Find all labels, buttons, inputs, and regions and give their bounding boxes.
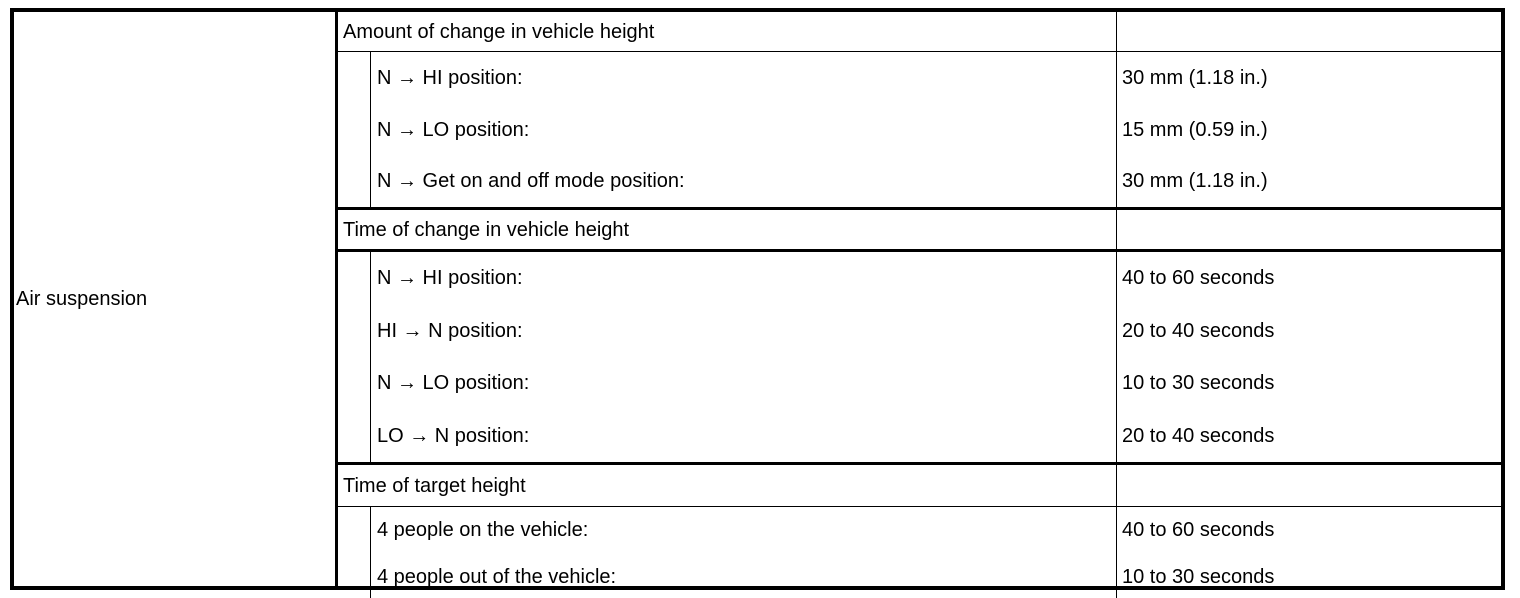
row-value: 30 mm (1.18 in.)	[1122, 170, 1268, 193]
row-value: 10 to 30 seconds	[1122, 565, 1275, 588]
labels-column: N → HI position: N → LO position: N → Ge…	[371, 52, 1117, 207]
row-label: LO → N position:	[377, 424, 530, 447]
section-header-value	[1117, 465, 1501, 506]
section-header-value	[1117, 210, 1501, 249]
section-header-row: Time of target height	[338, 462, 1501, 507]
values-column: 40 to 60 seconds 20 to 40 seconds 10 to …	[1117, 252, 1501, 462]
category-cell: Air suspension	[14, 12, 338, 586]
labels-column: N → HI position: HI → N position: N → LO…	[371, 252, 1117, 462]
indent-spacer	[338, 507, 371, 598]
indent-spacer	[338, 52, 371, 207]
row-value: 10 to 30 seconds	[1122, 372, 1275, 395]
row-value: 40 to 60 seconds	[1122, 519, 1275, 542]
indent-spacer	[338, 252, 371, 462]
row-label: 4 people on the vehicle:	[377, 519, 589, 542]
row-label: N → HI position:	[377, 267, 523, 290]
row-label: N → HI position:	[377, 66, 523, 89]
values-column: 40 to 60 seconds 10 to 30 seconds	[1117, 507, 1501, 598]
category-label: Air suspension	[16, 288, 148, 310]
sections-container: Amount of change in vehicle height N → H…	[338, 12, 1501, 598]
row-label: N → Get on and off mode position:	[377, 170, 685, 193]
row-label: HI → N position:	[377, 319, 523, 342]
row-value: 20 to 40 seconds	[1122, 319, 1275, 342]
section-header-label: Time of change in vehicle height	[338, 210, 1117, 249]
row-value: 40 to 60 seconds	[1122, 267, 1275, 290]
section-header-row: Time of change in vehicle height	[338, 207, 1501, 252]
section-header-label: Time of target height	[338, 465, 1117, 506]
values-column: 30 mm (1.18 in.) 15 mm (0.59 in.) 30 mm …	[1117, 52, 1501, 207]
specification-table: Air suspension Amount of change in vehic…	[10, 8, 1505, 598]
section-header-value	[1117, 12, 1501, 51]
row-label: N → LO position:	[377, 372, 530, 395]
row-label: N → LO position:	[377, 118, 530, 141]
table-grid: Air suspension Amount of change in vehic…	[14, 12, 1501, 598]
section-time-of-change: Time of change in vehicle height N → HI …	[338, 207, 1501, 462]
row-label: 4 people out of the vehicle:	[377, 565, 617, 588]
section-amount-of-change: Amount of change in vehicle height N → H…	[338, 12, 1501, 207]
section-body: 4 people on the vehicle: 4 people out of…	[338, 507, 1501, 598]
section-body: N → HI position: HI → N position: N → LO…	[338, 252, 1501, 462]
section-time-of-target-height: Time of target height 4 people on the ve…	[338, 462, 1501, 598]
row-value: 30 mm (1.18 in.)	[1122, 66, 1268, 89]
labels-column: 4 people on the vehicle: 4 people out of…	[371, 507, 1117, 598]
section-header-label: Amount of change in vehicle height	[338, 12, 1117, 51]
section-header-row: Amount of change in vehicle height	[338, 12, 1501, 52]
row-value: 15 mm (0.59 in.)	[1122, 118, 1268, 141]
section-body: N → HI position: N → LO position: N → Ge…	[338, 52, 1501, 207]
row-value: 20 to 40 seconds	[1122, 424, 1275, 447]
